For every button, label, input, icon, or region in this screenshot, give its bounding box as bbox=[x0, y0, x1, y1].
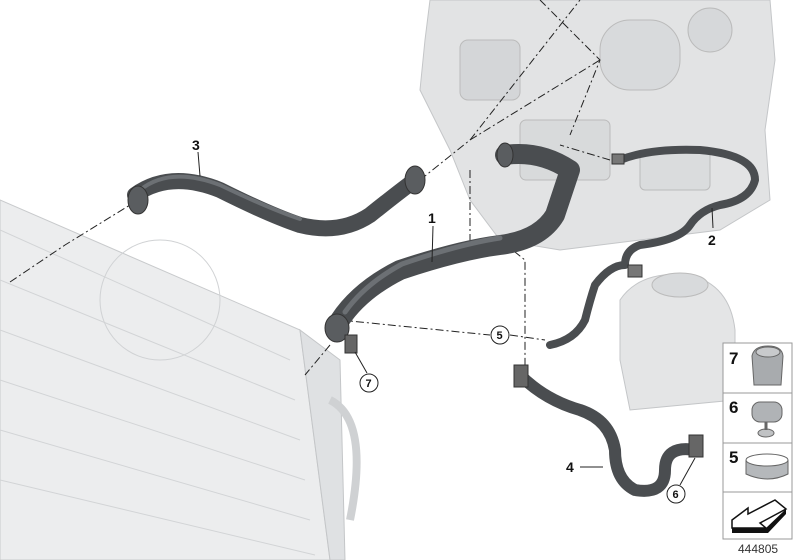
hose-clamp-with-pin-icon bbox=[751, 401, 783, 438]
hose-2 bbox=[546, 145, 759, 349]
hose-3 bbox=[127, 165, 426, 237]
circled-callout-7: 7 bbox=[354, 351, 379, 393]
radiator bbox=[0, 199, 361, 560]
svg-text:2: 2 bbox=[708, 232, 716, 248]
callout-4: 4 bbox=[566, 459, 603, 475]
callout-1: 1 bbox=[428, 210, 436, 263]
circled-callout-6: 6 bbox=[666, 457, 696, 504]
svg-text:3: 3 bbox=[192, 137, 200, 153]
engine-block bbox=[419, 0, 776, 251]
svg-text:7: 7 bbox=[729, 349, 738, 368]
hose-connector-icon bbox=[751, 345, 784, 386]
hose-4 bbox=[513, 364, 704, 497]
legend-item-7: 7 bbox=[729, 345, 784, 386]
svg-text:6: 6 bbox=[673, 489, 679, 501]
hose-1 bbox=[324, 142, 580, 354]
legend-item-6: 6 bbox=[729, 398, 783, 438]
callout-2: 2 bbox=[708, 207, 716, 248]
legend-item-5: 5 bbox=[729, 448, 789, 480]
svg-text:4: 4 bbox=[566, 459, 574, 475]
arrow-down-left-icon bbox=[731, 499, 788, 533]
hose-clamp-icon bbox=[745, 453, 789, 480]
expansion-tank bbox=[619, 272, 736, 411]
leader-lines bbox=[9, 0, 611, 376]
diagram-id: 444805 bbox=[738, 542, 778, 556]
circled-callout-5: 5 bbox=[490, 325, 510, 345]
svg-text:1: 1 bbox=[428, 210, 436, 226]
parts-legend: 7 6 5 bbox=[722, 342, 793, 540]
callout-3: 3 bbox=[192, 137, 201, 177]
svg-text:5: 5 bbox=[497, 330, 503, 342]
svg-text:7: 7 bbox=[366, 378, 372, 390]
svg-text:5: 5 bbox=[729, 448, 738, 467]
svg-text:6: 6 bbox=[729, 398, 738, 417]
